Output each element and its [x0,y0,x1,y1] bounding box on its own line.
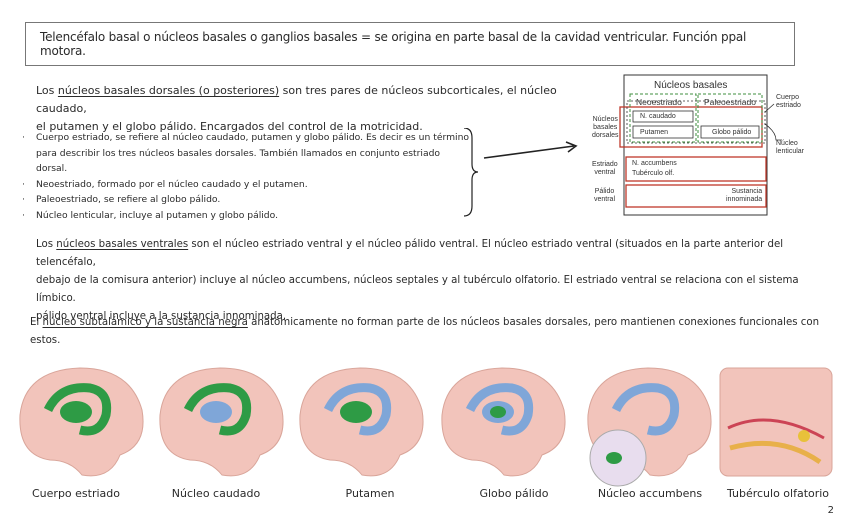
label-n-accumbens: N. accumbens [632,160,677,167]
label-globo-palido: Globo pálido [712,129,752,136]
label-cuerpo-estriado: Cuerpo estriado [776,94,801,109]
ventral-paragraph: Los núcleos basales ventrales son el núc… [36,236,836,326]
label-nucleo-lenticular: Núcleo lenticular [776,140,805,155]
caption-nucleo-caudado: Núcleo caudado [171,487,261,500]
bullet-item: Núcleo lenticular, incluye al putamen y … [22,208,472,224]
caption-putamen: Putamen [345,487,395,500]
label-neoestriado: Neoestriado [636,97,682,107]
label-sustancia-innominada: Sustancia innominada [726,188,763,203]
basal-nuclei-diagram: Núcleos basales Neoestriado Paleoestriad… [586,74,816,220]
brain-nucleo-accumbens [587,367,712,487]
brain-globo-palido [441,367,566,477]
label-paleoestriado: Paleoestriado [704,97,756,107]
brain-nucleo-caudado [159,367,284,477]
bullet-item-continued: para describir los tres núcleos basales … [36,147,441,175]
label-nucleos-basales-dorsales: Núcleos basales dorsales [592,116,619,139]
brain-putamen [299,367,424,477]
subthalamic-text-b: anatómicamente no forman parte de los nú… [30,317,820,346]
label-estriado-ventral: Estriado ventral [592,161,618,176]
label-tuberculo-olf: Tubérculo olf. [632,170,675,177]
dorsal-text-b: son tres pares de núcleos subcorticales,… [36,84,557,115]
bullet-item: Cuerpo estriado, se refiere al núcleo ca… [22,130,472,146]
title-box: Telencéfalo basal o núcleos basales o ga… [25,22,795,66]
ventral-line3: pálido ventral incluye a la sustancia in… [36,311,287,322]
brain-cuerpo-estriado [19,367,144,477]
page-number: 2 [827,505,834,516]
subthalamic-term: núcleo subtalámico y la sustancia negra [42,317,248,328]
ventral-line1: son el núcleo estriado ventral y el núcl… [36,239,784,268]
subthalamic-text-a: El [30,317,43,328]
caption-nucleo-accumbens: Núcleo accumbens [597,487,703,500]
label-putamen: Putamen [640,129,669,136]
dorsal-bullet-list: Cuerpo estriado, se refiere al núcleo ca… [22,130,472,223]
caption-tuberculo-olfatorio: Tubérculo olfatorio [726,487,830,500]
brace-arrow [463,128,578,217]
caption-cuerpo-estriado: Cuerpo estriado [32,487,120,500]
ventral-line2: debajo de la comisura anterior) incluye … [36,275,799,304]
caption-globo-palido: Globo pálido [479,487,549,500]
dorsal-term: núcleos basales dorsales (o posteriores) [57,84,280,97]
label-palido-ventral: Pálido ventral [594,188,616,203]
bullet-item: Paleoestriado, se refiere al globo pálid… [22,192,472,208]
brain-tuberculo-olfatorio [719,367,833,477]
page-title: Telencéfalo basal o núcleos basales o ga… [40,30,747,58]
subthalamic-paragraph: El núcleo subtalámico y la sustancia neg… [30,314,840,350]
diagram-frame [619,74,782,216]
ventral-term: núcleos basales ventrales [56,239,189,250]
diagram-title: Núcleos basales [654,80,728,91]
brain-illustrations [19,367,833,487]
ventral-text-a: Los [36,239,57,250]
label-n-caudado: N. caudado [640,113,676,120]
dorsal-text-a: Los [36,84,58,97]
bullet-item: Neoestriado, formado por el núcleo cauda… [22,177,472,193]
